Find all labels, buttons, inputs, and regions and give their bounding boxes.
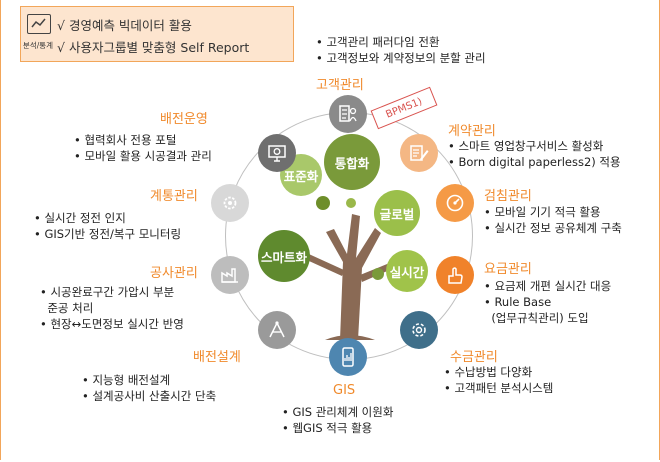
- label-construction: 공사관리: [150, 266, 198, 281]
- node-grid: [211, 184, 249, 222]
- contract-bullet-1: 스마트 영업창구서비스 활성화: [448, 138, 621, 154]
- collection-gears-icon: [412, 323, 426, 337]
- small-leaf-1: [316, 196, 330, 210]
- small-leaf-2: [346, 198, 356, 208]
- design-bullet-2: 설계공사비 산출시간 단축: [82, 388, 216, 404]
- label-grid: 계통관리: [150, 189, 198, 204]
- design-bullet-1: 지능형 배전설계: [82, 372, 216, 388]
- construction-bullet-3: 현장↔도면정보 실시간 반영: [40, 316, 183, 332]
- node-meter: [436, 184, 474, 222]
- billing-hand-icon: [448, 267, 463, 284]
- grid-bullet-1: 실시간 정전 인지: [34, 210, 181, 226]
- customer-bullet-1: 고객관리 패러다임 전환: [316, 34, 486, 50]
- bullets-construction: 시공완료구간 가압시 부분 준공 처리 현장↔도면정보 실시간 반영: [40, 284, 184, 332]
- bullets-operation: 협력회사 전용 포털 모바일 활용 시공결과 관리: [74, 132, 212, 164]
- node-construction: [211, 256, 249, 294]
- ball-global: 글로벌: [374, 190, 420, 236]
- ball-smart: 스마트화: [258, 230, 310, 282]
- bullets-contract: 스마트 영업창구서비스 활성화 Born digital paperless2)…: [448, 138, 621, 170]
- label-customer: 고객관리: [316, 78, 364, 93]
- grid-gear-icon: [223, 196, 237, 210]
- billing-bullet-3: (업무규칙관리) 도입: [491, 311, 589, 325]
- icon-caption: 분석/통계: [22, 41, 54, 50]
- construction-bullet-1: 시공완료구간 가압시 부분: [40, 284, 184, 300]
- label-billing: 요금관리: [484, 262, 532, 277]
- monitor-icon: [27, 14, 51, 34]
- bullets-billing: 요금제 개편 실시간 대응 Rule Base (업무규칙관리) 도입: [484, 278, 611, 326]
- header-line-1: √ 경영예측 빅데이터 활용: [57, 18, 192, 33]
- billing-bullet-2: Rule Base: [484, 294, 611, 310]
- grid-bullet-2: GIS기반 정전/복구 모니터링: [34, 226, 181, 242]
- construction-bullet-2: 준공 처리: [47, 301, 94, 315]
- node-billing: [436, 256, 474, 294]
- meter-gauge-icon: [446, 194, 464, 212]
- node-operation: [258, 134, 296, 172]
- billing-bullet-1: 요금제 개편 실시간 대응: [484, 278, 611, 294]
- node-contract: [400, 134, 438, 172]
- ball-integration: 통합화: [324, 134, 380, 190]
- customer-checklist-icon: [339, 105, 357, 122]
- bullets-design: 지능형 배전설계 설계공사비 산출시간 단축: [82, 372, 216, 404]
- label-gis: GIS: [333, 383, 356, 398]
- bullets-gis: GIS 관리체계 이원화 웹GIS 적극 활용: [282, 404, 393, 436]
- label-collection: 수금관리: [450, 350, 498, 365]
- gis-phone-chart-icon: [342, 347, 354, 367]
- label-operation: 배전운영: [160, 112, 208, 127]
- collection-bullet-1: 수납방법 다양화: [444, 364, 553, 380]
- label-design: 배전설계: [193, 350, 241, 365]
- header-line-2: √ 사용자그룹별 맞춤형 Self Report: [57, 40, 250, 55]
- bullets-meter: 모바일 기기 적극 활용 실시간 정보 공유체계 구축: [484, 204, 622, 236]
- node-gis: [329, 338, 367, 376]
- collection-bullet-2: 고객패턴 분석시스템: [444, 380, 553, 396]
- design-tools-icon: [269, 321, 285, 338]
- node-collection: [400, 311, 438, 349]
- customer-bullet-2: 고객정보와 계약정보의 분할 관리: [316, 50, 485, 66]
- header-box: 분석/통계 √ 경영예측 빅데이터 활용 √ 사용자그룹별 맞춤형 Self R…: [20, 6, 294, 62]
- bullets-customer: 고객관리 패러다임 전환 고객정보와 계약정보의 분할 관리: [316, 34, 486, 66]
- operation-monitor-icon: [268, 145, 286, 162]
- ball-realtime: 실시간: [386, 250, 428, 292]
- small-leaf-3: [372, 268, 384, 280]
- contract-pen-icon: [410, 145, 429, 161]
- gis-bullet-1: GIS 관리체계 이원화: [282, 404, 393, 420]
- node-design: [258, 311, 296, 349]
- gis-bullet-2: 웹GIS 적극 활용: [282, 420, 393, 436]
- bullets-collection: 수납방법 다양화 고객패턴 분석시스템: [444, 364, 553, 396]
- meter-bullet-1: 모바일 기기 적극 활용: [484, 204, 622, 220]
- label-contract: 계약관리: [448, 124, 496, 139]
- bullets-grid: 실시간 정전 인지 GIS기반 정전/복구 모니터링: [34, 210, 181, 242]
- operation-bullet-2: 모바일 활용 시공결과 관리: [74, 148, 211, 164]
- operation-bullet-1: 협력회사 전용 포털: [74, 132, 212, 148]
- construction-factory-icon: [221, 268, 238, 283]
- meter-bullet-2: 실시간 정보 공유체계 구축: [484, 220, 621, 236]
- node-customer: [329, 95, 367, 133]
- contract-bullet-2: Born digital paperless2) 적용: [448, 154, 620, 170]
- label-meter: 검침관리: [484, 189, 532, 204]
